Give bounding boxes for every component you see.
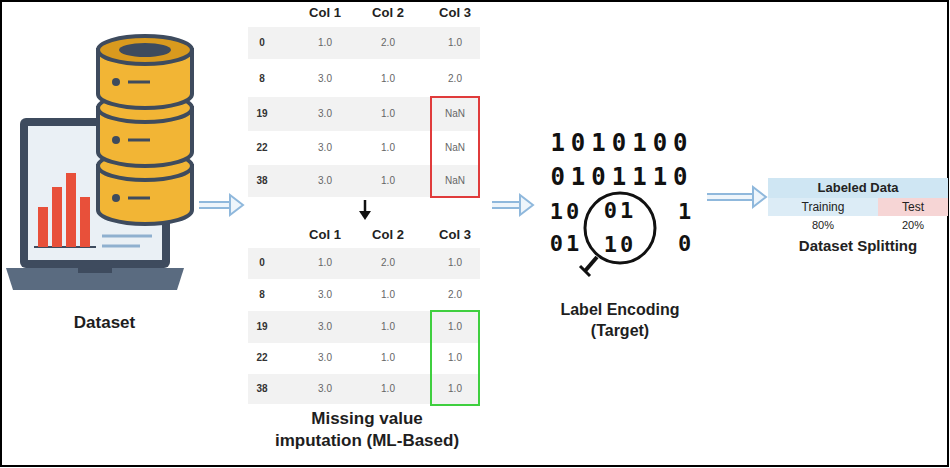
table-cell: 1.0 [381, 290, 395, 300]
row-index: 22 [256, 353, 267, 363]
table-cell: 1.0 [381, 353, 395, 363]
row-index: 19 [256, 322, 267, 332]
table-cell: 1.0 [381, 322, 395, 332]
database-icon [98, 36, 192, 224]
node-label: Label Encoding (Target) [545, 300, 695, 342]
table-cell: NaN [445, 109, 465, 119]
table-cell: 1.0 [381, 176, 395, 186]
table-cell: 3.0 [318, 290, 332, 300]
row-index: 0 [259, 258, 265, 268]
imputed-highlight [431, 311, 479, 405]
split-table: Labeled DataTrainingTest80%20% Dataset Sp… [768, 178, 948, 262]
table-cell: 1.0 [448, 353, 462, 363]
row-index: 19 [256, 109, 267, 119]
table-cell: 3.0 [318, 74, 332, 84]
dataset-icon-box: Dataset [12, 80, 197, 345]
table-cell: 3.0 [318, 384, 332, 394]
column-header: Col 2 [372, 228, 404, 241]
table-cell: 20% [878, 218, 948, 232]
row-index: 8 [259, 74, 265, 84]
table-cell: Training [768, 198, 878, 216]
column-header: Col 1 [309, 228, 341, 241]
table-cell: 3.0 [318, 353, 332, 363]
arrow-shaft-inner [492, 203, 521, 207]
column-header: Col 3 [439, 6, 471, 19]
column-header: Col 3 [439, 228, 471, 241]
row-index: 0 [259, 38, 265, 48]
binary-digits: 01 [604, 200, 637, 222]
table-cell: 1.0 [448, 384, 462, 394]
row-index: 22 [256, 143, 267, 153]
binary-digits: 0 [678, 233, 694, 255]
missing-highlight [431, 97, 479, 197]
table-cell: Test [878, 198, 948, 216]
column-header: Col 2 [372, 6, 404, 19]
down-arrow [359, 200, 371, 220]
arrow-head [753, 187, 766, 207]
table-cell: 1.0 [318, 38, 332, 48]
arrow-head [520, 195, 533, 215]
table-cell: NaN [445, 143, 465, 153]
row-index: 38 [256, 384, 267, 394]
arrow-shaft [199, 201, 231, 209]
encoding-lens [580, 193, 655, 276]
table-cell: 80% [768, 218, 878, 232]
table-cell: 1.0 [448, 258, 462, 268]
table-cell: 1.0 [318, 258, 332, 268]
table-cell: 1.0 [381, 109, 395, 119]
arrow-shaft [492, 201, 521, 209]
row-index: 8 [259, 290, 265, 300]
table-cell: Dataset Splitting [766, 236, 950, 256]
table-stripes [248, 27, 480, 404]
row-index: 38 [256, 176, 267, 186]
binary-digits: 10 [604, 234, 637, 256]
table-cell: 1.0 [381, 143, 395, 153]
table-cell: 1.0 [448, 38, 462, 48]
flow-arrow [707, 187, 766, 207]
table-cell: NaN [445, 176, 465, 186]
arrow-shaft-inner [707, 195, 754, 199]
table-cell: 3.0 [318, 322, 332, 332]
table-cell: 1.0 [381, 74, 395, 84]
binary-digits: 1 [678, 201, 694, 223]
binary-digits: 10 [550, 201, 583, 223]
table-cell: 1.0 [448, 322, 462, 332]
table-cell: 1.0 [381, 384, 395, 394]
table-cell: 2.0 [381, 38, 395, 48]
arrow-head [230, 195, 243, 215]
node-label: Missing value imputation (ML-Based) [267, 408, 467, 452]
binary-digits: 1010100 [550, 131, 693, 155]
node-label: Dataset [12, 312, 197, 334]
flow-arrow [199, 195, 243, 215]
table-cell: 2.0 [448, 74, 462, 84]
table-cell: 3.0 [318, 176, 332, 186]
table-cell: Labeled Data [768, 178, 948, 198]
column-header: Col 1 [309, 6, 341, 19]
table-cell: 3.0 [318, 109, 332, 119]
table-cell: 3.0 [318, 143, 332, 153]
binary-digits: 01 [550, 233, 583, 255]
binary-digits: 0101110 [550, 165, 693, 189]
table-cell: 2.0 [448, 290, 462, 300]
arrow-shaft-inner [199, 203, 231, 207]
flow-arrow [492, 195, 533, 215]
arrow-shaft [707, 193, 754, 201]
table-cell: 2.0 [381, 258, 395, 268]
